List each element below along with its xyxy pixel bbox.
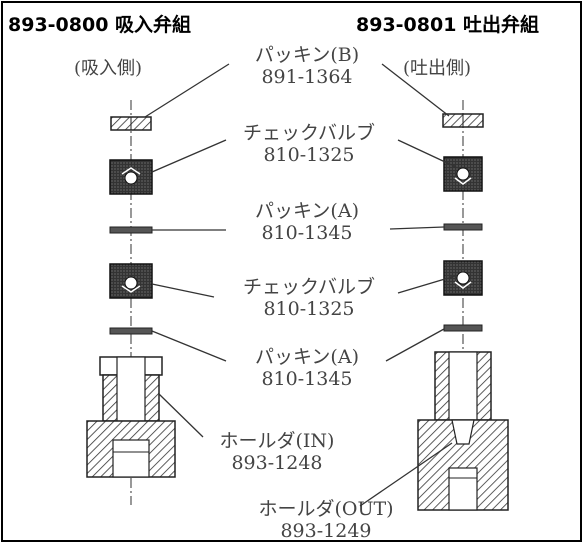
discharge-side-label: (吐出側): [403, 58, 472, 79]
check-valve-lower-code: 810-1325: [263, 298, 355, 320]
discharge-packing-a-upper: [443, 223, 483, 231]
discharge-packing-a-lower: [443, 324, 483, 332]
holder-out-name: ホールダ(OUT): [258, 498, 394, 520]
holder-out-code: 893-1249: [280, 520, 372, 542]
check-valve-lower-label: チェックバルブ 810-1325: [218, 276, 400, 320]
suction-packing-b: [110, 116, 152, 131]
check-valve-lower-name: チェックバルブ: [242, 276, 376, 298]
packing-a-lower-code: 810-1345: [261, 368, 353, 390]
suction-packing-a-lower: [109, 327, 153, 335]
packing-b-label: パッキン(B) 891-1364: [232, 44, 382, 88]
packing-b-code: 891-1364: [261, 66, 353, 88]
suction-valve-set-title: 893-0800 吸入弁組: [8, 14, 192, 36]
packing-a-upper-name: パッキン(A): [255, 200, 359, 222]
holder-in-label: ホールダ(IN) 893-1248: [202, 430, 352, 474]
discharge-packing-b: [442, 113, 484, 128]
suction-packing-a-upper: [109, 226, 153, 234]
packing-b-name: パッキン(B): [254, 44, 360, 66]
check-valve-upper-name: チェックバルブ: [242, 122, 376, 144]
discharge-valve-set-title: 893-0801 吐出弁組: [356, 14, 540, 36]
holder-in-name: ホールダ(IN): [219, 430, 335, 452]
suction-check-valve-lower: [109, 263, 153, 299]
packing-a-upper-code: 810-1345: [261, 222, 353, 244]
holder-in-code: 893-1248: [231, 452, 323, 474]
leader-lines: [144, 63, 459, 507]
packing-a-lower-name: パッキン(A): [255, 346, 359, 368]
check-valve-upper-label: チェックバルブ 810-1325: [218, 122, 400, 166]
suction-side-label: (吸入側): [74, 58, 143, 79]
suction-holder-in: [86, 356, 176, 478]
holder-out-label: ホールダ(OUT) 893-1249: [236, 498, 416, 542]
check-valve-upper-code: 810-1325: [263, 144, 355, 166]
packing-a-upper-label: パッキン(A) 810-1345: [232, 200, 382, 244]
discharge-holder-out: [417, 351, 509, 511]
discharge-check-valve-lower: [443, 260, 483, 296]
discharge-check-valve-upper: [443, 156, 483, 192]
packing-a-lower-label: パッキン(A) 810-1345: [232, 346, 382, 390]
suction-check-valve-upper: [109, 159, 153, 195]
